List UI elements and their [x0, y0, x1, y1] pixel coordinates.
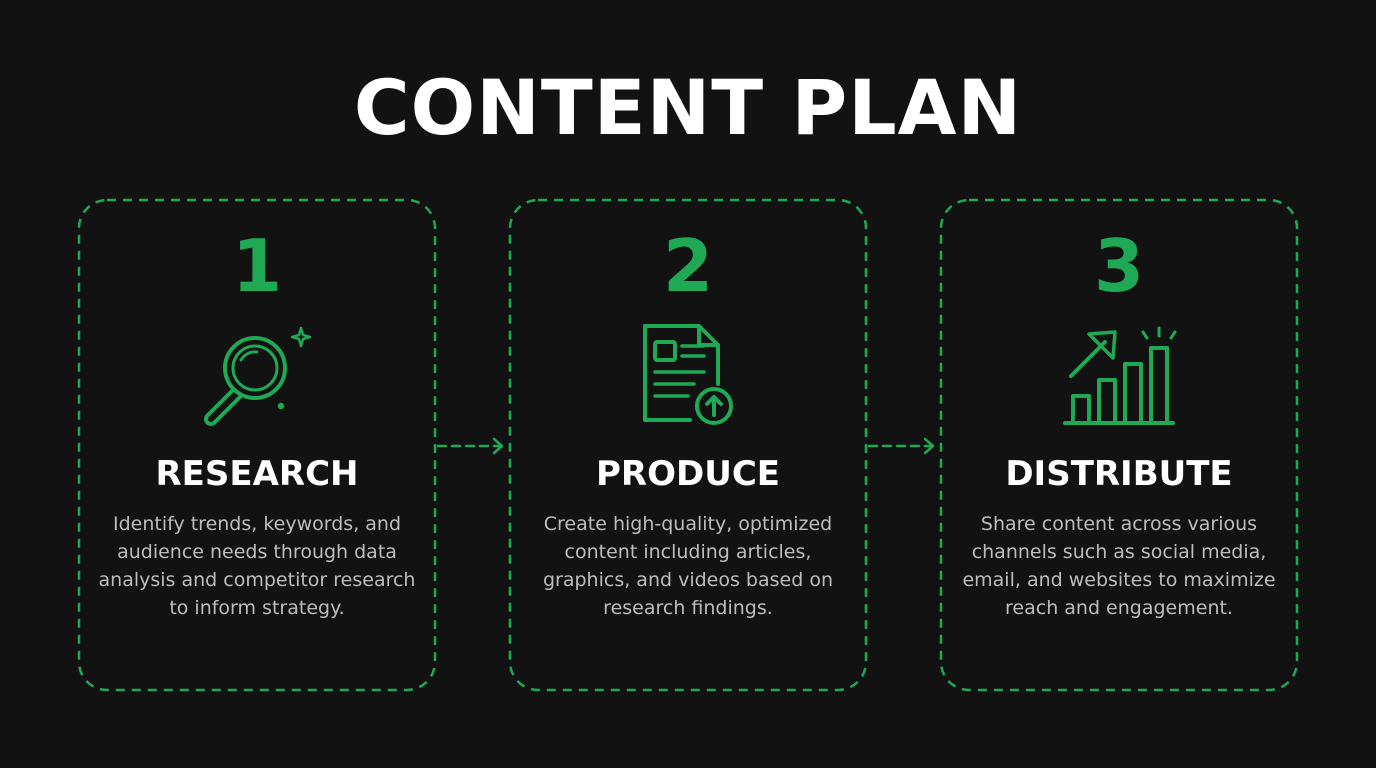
step-number-3: 3: [1093, 224, 1145, 308]
step-number-2: 2: [662, 224, 714, 308]
document-upload-icon: [643, 324, 733, 425]
dashed-arrow-connector: [436, 437, 504, 455]
step-description-produce: Create high-quality, optimized content i…: [542, 513, 833, 619]
magnifying-glass-sparkle-icon: [204, 326, 312, 426]
step-heading-distribute: DISTRIBUTE: [1005, 454, 1233, 494]
dashed-arrow-connector: [867, 437, 935, 455]
step-description-research: Identify trends, keywords, and audience …: [98, 513, 416, 619]
growth-chart-icon: [1063, 326, 1177, 425]
page-title: CONTENT PLAN: [353, 63, 1023, 152]
step-heading-research: RESEARCH: [155, 454, 359, 494]
step-description-distribute: Share content across various channels su…: [962, 513, 1276, 619]
step-heading-produce: PRODUCE: [595, 454, 780, 494]
step-number-1: 1: [231, 224, 283, 308]
